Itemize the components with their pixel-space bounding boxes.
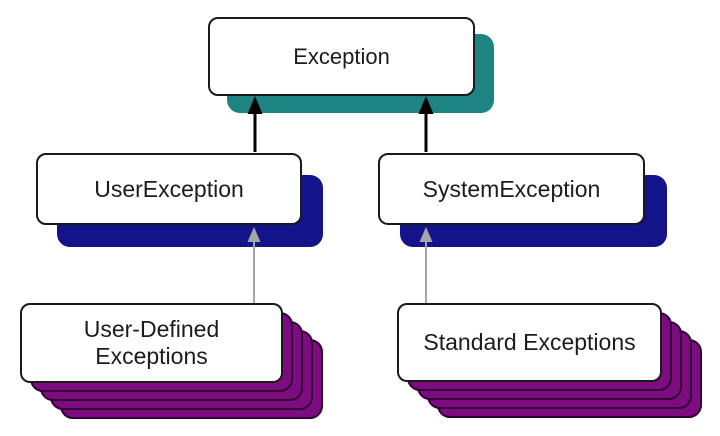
node-system-exception: SystemException [378, 153, 667, 247]
node-exception: Exception [208, 17, 494, 113]
node-user-defined-exceptions: User-Defined Exceptions [20, 303, 323, 419]
node-standard-exceptions: Standard Exceptions [397, 303, 702, 418]
standard-exceptions-label: Standard Exceptions [423, 329, 636, 355]
exception-box: Exception [208, 17, 475, 96]
user-defined-exceptions-box: User-Defined Exceptions [20, 303, 283, 383]
node-user-exception: UserException [36, 153, 323, 247]
system-exception-label: SystemException [422, 175, 601, 202]
standard-exceptions-box: Standard Exceptions [397, 303, 662, 382]
user-exception-box: UserException [36, 153, 302, 225]
user-defined-exceptions-label: User-Defined Exceptions [83, 316, 220, 369]
user-exception-label: UserException [94, 175, 244, 202]
system-exception-box: SystemException [378, 153, 645, 225]
exception-label: Exception [293, 44, 390, 69]
